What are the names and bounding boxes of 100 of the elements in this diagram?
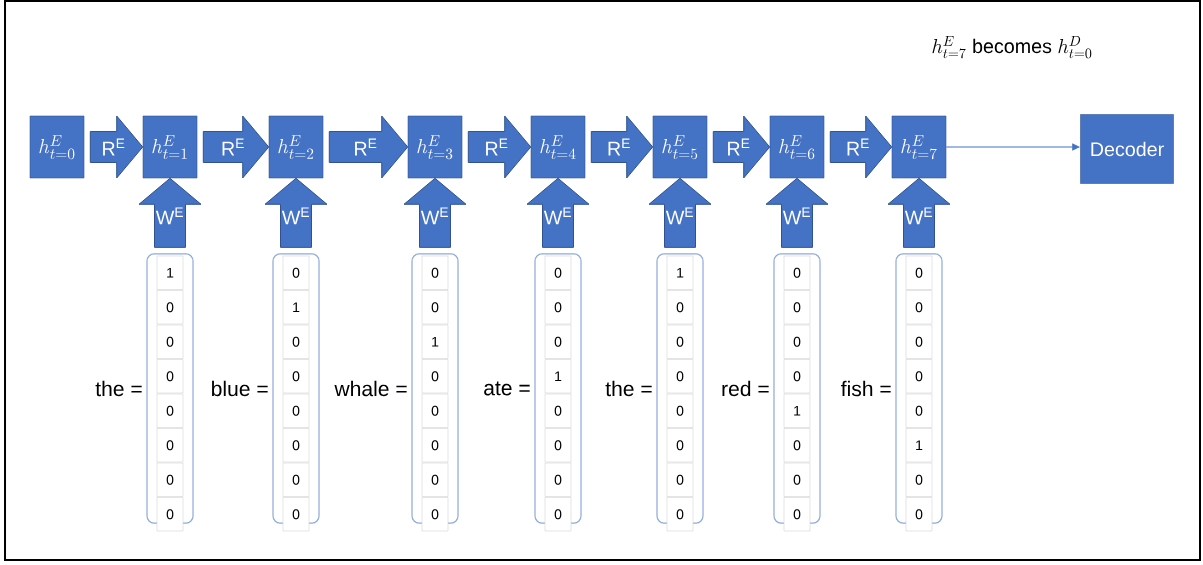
vector-cell: 0 [282, 462, 310, 497]
vector-cell: 1 [282, 290, 310, 325]
state-box: $h^{E}_{t=6}$ [769, 115, 825, 179]
edge-label: R$^{E}$ [728, 138, 750, 156]
block-arrow [138, 177, 202, 248]
edge-label: W$^{E}$ [281, 207, 309, 225]
state-box: $h^{E}_{t=1}$ [142, 115, 198, 179]
vector-cell: 0 [282, 393, 310, 428]
vector-cell: 0 [544, 255, 572, 290]
edge-label: W$^{E}$ [543, 207, 571, 225]
vector-cell: 0 [282, 497, 310, 532]
edge-label: R$^{E}$ [608, 138, 630, 156]
vector-cell: 0 [421, 428, 449, 463]
block-arrow [328, 115, 409, 179]
edge-label: R$^{E}$ [222, 138, 244, 156]
vector-cell: 0 [783, 290, 811, 325]
block-arrow [467, 115, 532, 179]
vector-cell: 0 [783, 359, 811, 394]
vector-cell: 1 [905, 428, 933, 463]
vector-cell: 0 [421, 497, 449, 532]
state-box: $h^{E}_{t=0}$ [29, 115, 85, 179]
block-arrow [264, 177, 328, 248]
vector-cell: 0 [905, 290, 933, 325]
state-box: $h^{E}_{t=4}$ [530, 115, 586, 179]
edge-label: R$^{E}$ [486, 138, 508, 156]
block-arrow [765, 177, 829, 248]
block-arrow [403, 177, 467, 248]
vector-cell: 0 [544, 428, 572, 463]
vector-cell: 0 [544, 324, 572, 359]
vector-cell: 1 [421, 324, 449, 359]
block-arrow [648, 177, 712, 248]
vector-cell: 0 [905, 255, 933, 290]
vector-cell: 0 [666, 359, 694, 394]
state-box: $h^{E}_{t=5}$ [652, 115, 708, 179]
vector-cell: 0 [666, 393, 694, 428]
vector-cell: 0 [421, 393, 449, 428]
block-arrow [526, 177, 590, 248]
vector-cell: 1 [783, 393, 811, 428]
vector-cell: 0 [156, 428, 184, 463]
vector-cell: 0 [156, 359, 184, 394]
block-arrow [712, 115, 771, 179]
vector-cell: 0 [544, 462, 572, 497]
vector-cell: 0 [421, 290, 449, 325]
vector-cell: 0 [156, 290, 184, 325]
vector-cell: 0 [421, 255, 449, 290]
edge-label: W$^{E}$ [904, 207, 932, 225]
vector-cell: 0 [544, 393, 572, 428]
vector-cell: 0 [666, 497, 694, 532]
vector-cell: 0 [905, 497, 933, 532]
edge-label: R$^{E}$ [355, 138, 377, 156]
word-label: fish = [841, 380, 891, 397]
vector-cell: 0 [282, 255, 310, 290]
vector-cell: 0 [156, 462, 184, 497]
vector-cell: 0 [905, 462, 933, 497]
block-arrow [89, 115, 144, 179]
vector-cell: 0 [282, 359, 310, 394]
vector-cell: 0 [544, 290, 572, 325]
vector-cell: 0 [783, 428, 811, 463]
word-label: the = [95, 380, 142, 397]
vector-cell: 0 [666, 428, 694, 463]
word-label: the = [605, 380, 652, 397]
vector-cell: 0 [783, 255, 811, 290]
vector-cell: 0 [666, 462, 694, 497]
word-label: ate = [484, 381, 530, 396]
edge-label: W$^{E}$ [665, 207, 693, 225]
note-text: $h^{E}_{t=7}\text{ becomes }h^{D}_{t=0}$ [932, 36, 1092, 59]
block-arrow [887, 177, 951, 248]
word-label: whale = [334, 380, 407, 397]
vector-cell: 1 [156, 255, 184, 290]
vector-cell: 0 [905, 393, 933, 428]
state-box: $h^{E}_{t=2}$ [268, 115, 324, 179]
block-arrow [590, 115, 654, 179]
vector-cell: 0 [282, 428, 310, 463]
vector-cell: 0 [156, 497, 184, 532]
block-arrow [202, 115, 270, 179]
decoder-box: Decoder [1080, 114, 1174, 184]
edge-label: W$^{E}$ [155, 207, 183, 225]
vector-cell: 0 [905, 359, 933, 394]
vector-cell: 0 [544, 497, 572, 532]
edge-label: W$^{E}$ [782, 207, 810, 225]
vector-cell: 0 [783, 462, 811, 497]
word-label: red = [722, 380, 769, 397]
vector-cell: 0 [783, 497, 811, 532]
word-label: blue = [212, 380, 268, 397]
vector-cell: 0 [905, 324, 933, 359]
vector-cell: 1 [544, 359, 572, 394]
vector-cell: 0 [421, 462, 449, 497]
edge-label: W$^{E}$ [420, 207, 448, 225]
state-box: $h^{E}_{t=7}$ [891, 115, 947, 179]
vector-cell: 0 [156, 393, 184, 428]
vector-cell: 0 [282, 324, 310, 359]
vector-cell: 0 [421, 359, 449, 394]
vector-cell: 0 [666, 290, 694, 325]
state-box: $h^{E}_{t=3}$ [407, 115, 463, 179]
vector-cell: 0 [666, 324, 694, 359]
vector-cell: 0 [783, 324, 811, 359]
edge-label: R$^{E}$ [847, 138, 869, 156]
vector-cell: 0 [156, 324, 184, 359]
block-arrow [829, 115, 893, 179]
edge-label: R$^{E}$ [103, 138, 125, 156]
